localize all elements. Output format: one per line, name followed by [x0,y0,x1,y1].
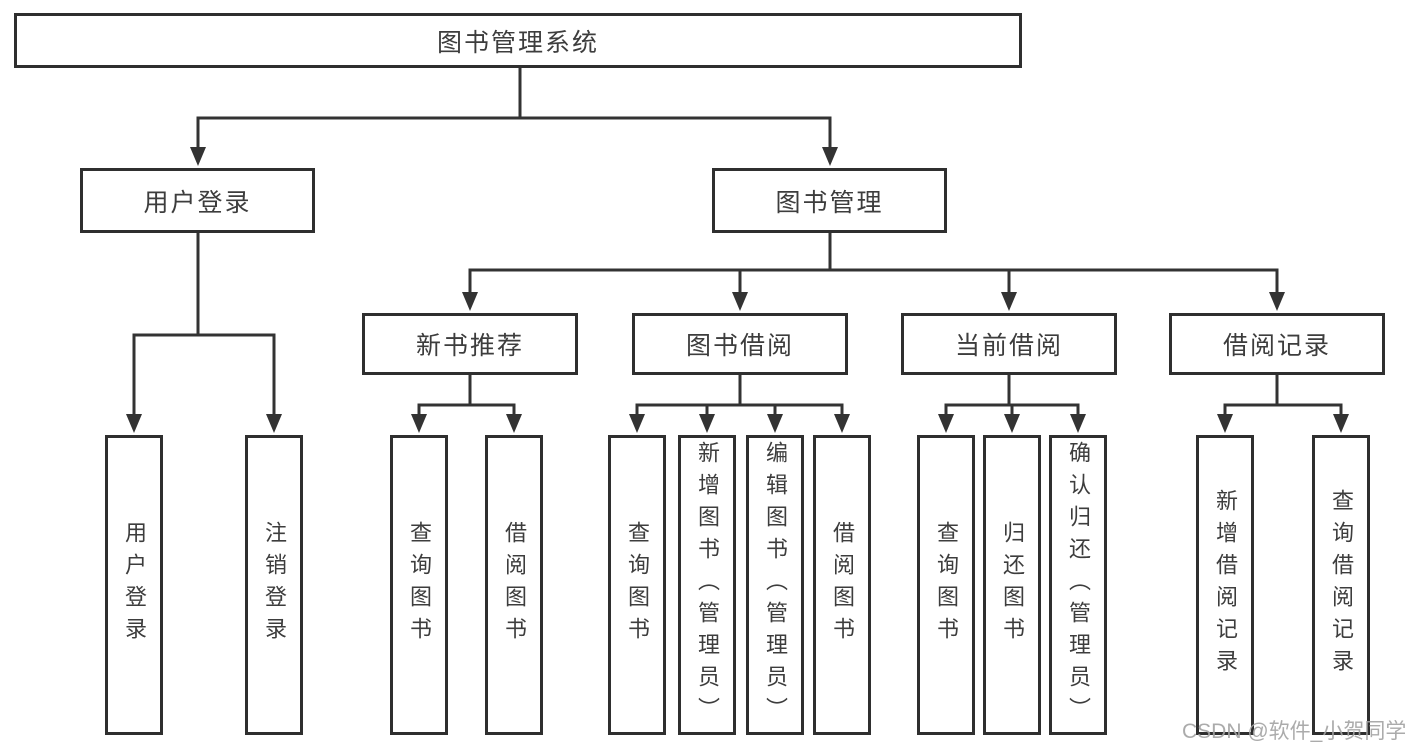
leaf-query-books-recommend: 查询图书 [390,435,448,735]
leaf-query-books-borrow-label: 查询图书 [625,521,650,649]
node-borrow-records-label: 借阅记录 [1222,332,1331,360]
leaf-borrow-books-label: 借阅图书 [830,521,855,649]
leaf-borrow-books-recommend: 借阅图书 [485,435,543,735]
leaf-query-books-borrow: 查询图书 [608,435,666,735]
leaf-add-book-admin: 新增图书（管理员） [678,435,736,735]
leaf-logout: 注销登录 [245,435,303,735]
watermark-text: CSDN @软件_小贺同学 [1182,720,1405,743]
leaf-borrow-books-recommend-label: 借阅图书 [502,521,527,649]
leaf-add-book-admin-label: 新增图书（管理员） [695,441,720,729]
node-library-management-system-label: 图书管理系统 [436,28,599,57]
arrowhead-icon [462,292,478,311]
arrowhead-icon [629,414,645,433]
leaf-user-login-label: 用户登录 [122,521,147,649]
node-book-management-label: 图书管理 [775,188,884,217]
leaf-logout-label: 注销登录 [262,521,287,649]
arrowhead-icon [1333,414,1349,433]
arrowhead-icon [1269,292,1285,311]
arrowhead-icon [938,414,954,433]
node-borrow-records: 借阅记录 [1169,313,1385,375]
node-current-borrow: 当前借阅 [901,313,1117,375]
node-book-borrow: 图书借阅 [632,313,848,375]
leaf-query-books-current: 查询图书 [917,435,975,735]
leaf-edit-book-admin: 编辑图书（管理员） [746,435,804,735]
node-user-login: 用户登录 [80,168,315,233]
leaf-user-login: 用户登录 [105,435,163,735]
arrowhead-icon [126,414,142,433]
node-library-management-system: 图书管理系统 [14,13,1022,68]
arrowhead-icon [411,414,427,433]
arrowhead-icon [822,147,838,166]
node-current-borrow-label: 当前借阅 [954,332,1063,360]
leaf-return-book: 归还图书 [983,435,1041,735]
leaf-add-borrow-record-label: 新增借阅记录 [1213,489,1238,681]
leaf-edit-book-admin-label: 编辑图书（管理员） [763,441,788,729]
leaf-query-borrow-record: 查询借阅记录 [1312,435,1370,735]
arrowhead-icon [506,414,522,433]
arrowhead-icon [732,292,748,311]
leaf-return-book-label: 归还图书 [1000,521,1025,649]
arrowhead-icon [1001,292,1017,311]
leaf-confirm-return-admin: 确认归还（管理员） [1049,435,1107,735]
arrowhead-icon [1004,414,1020,433]
leaf-query-books-recommend-label: 查询图书 [407,521,432,649]
node-book-borrow-label: 图书借阅 [685,332,794,360]
arrowhead-icon [834,414,850,433]
node-user-login-label: 用户登录 [143,188,252,217]
arrowhead-icon [266,414,282,433]
leaf-confirm-return-admin-label: 确认归还（管理员） [1066,441,1091,729]
node-new-book-recommend-label: 新书推荐 [415,332,524,360]
arrowhead-icon [190,147,206,166]
leaf-query-borrow-record-label: 查询借阅记录 [1329,489,1354,681]
node-new-book-recommend: 新书推荐 [362,313,578,375]
arrowhead-icon [1070,414,1086,433]
leaf-add-borrow-record: 新增借阅记录 [1196,435,1254,735]
node-book-management: 图书管理 [712,168,947,233]
arrowhead-icon [699,414,715,433]
arrowhead-icon [1217,414,1233,433]
leaf-query-books-current-label: 查询图书 [934,521,959,649]
leaf-borrow-books: 借阅图书 [813,435,871,735]
arrowhead-icon [767,414,783,433]
